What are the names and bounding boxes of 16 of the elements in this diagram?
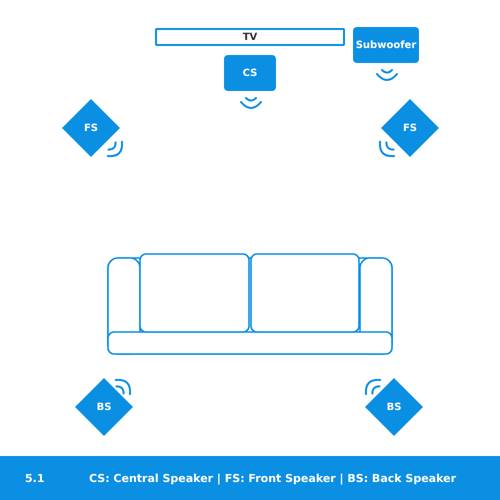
caption: CS: Central Speaker | FS: Front Speaker | BS: Back Speaker: [89, 472, 456, 485]
speaker-box: [353, 27, 419, 63]
speaker-diamond: [365, 378, 423, 436]
speaker-label: BS: [96, 402, 112, 412]
speaker-diamond: [75, 378, 133, 436]
speaker-box: [224, 55, 276, 91]
speaker-diamond: [62, 99, 120, 157]
speaker-label: FS: [402, 122, 418, 134]
speaker-label: Subwoofer: [356, 40, 416, 50]
tv-bar: [155, 28, 345, 46]
speaker-label: CS: [242, 68, 258, 78]
speaker-diamond: [381, 99, 439, 157]
title: 5.1: [25, 472, 44, 485]
speaker-label: BS: [386, 402, 402, 412]
speaker-label: FS: [84, 122, 98, 134]
speaker-label: TV: [242, 32, 258, 42]
